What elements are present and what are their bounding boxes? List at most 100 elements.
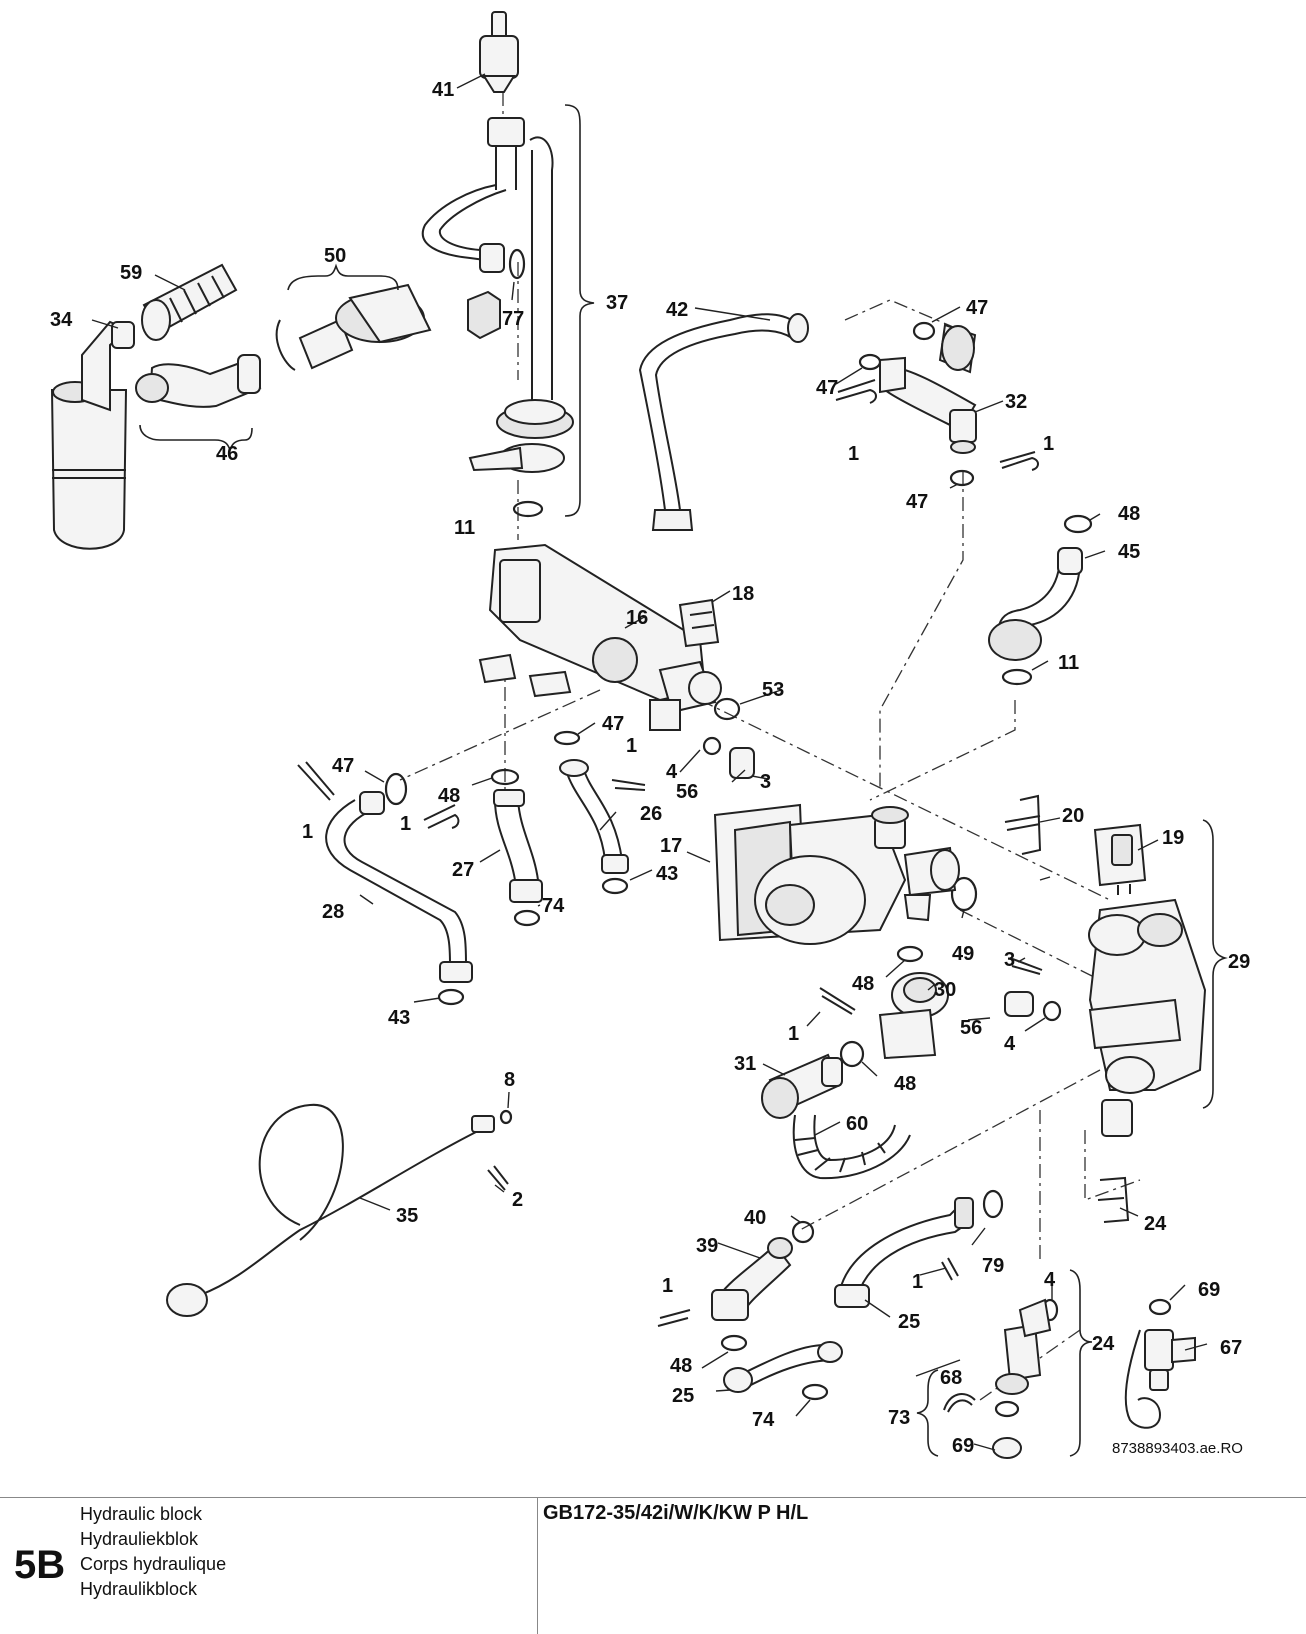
callout-4-a: 4 xyxy=(666,761,678,783)
callout-60: 60 xyxy=(846,1113,868,1135)
callout-39: 39 xyxy=(696,1235,718,1257)
callout-25-b: 25 xyxy=(672,1385,694,1407)
part-26-pipe xyxy=(559,759,629,874)
exploded-parts-diagram: 41 77 37 59 50 34 46 11 42 47 47 32 1 1 … xyxy=(50,11,1250,1459)
callout-74-a: 74 xyxy=(542,895,565,917)
part-41-air-vent xyxy=(479,11,519,93)
assembly-axis-lines xyxy=(399,92,1141,1401)
part-39-elbow xyxy=(711,1237,793,1321)
callout-1-f: 1 xyxy=(788,1023,799,1045)
callout-45: 45 xyxy=(1118,541,1140,563)
callout-50: 50 xyxy=(324,245,346,267)
callout-48-b: 48 xyxy=(438,785,460,807)
callout-labels: 41 77 37 59 50 34 46 11 42 47 47 32 1 1 … xyxy=(50,79,1250,1457)
part-24-fill-assembly xyxy=(992,1176,1130,1459)
callout-18: 18 xyxy=(732,583,754,605)
callout-74-b: 74 xyxy=(752,1409,775,1431)
callout-19: 19 xyxy=(1162,827,1184,849)
callout-20: 20 xyxy=(1062,805,1084,827)
section-number: 5B xyxy=(14,1543,66,1587)
callout-49: 49 xyxy=(952,943,974,965)
callout-43-a: 43 xyxy=(656,863,678,885)
part-32-pipe xyxy=(879,323,977,454)
callout-8: 8 xyxy=(504,1069,515,1091)
footer-title-block: 5B Hydraulic block Hydrauliekblok Corps … xyxy=(0,1497,1306,1634)
callout-47-e: 47 xyxy=(332,755,354,777)
callout-79: 79 xyxy=(982,1255,1004,1277)
part-19-sensor xyxy=(1093,823,1147,895)
callout-69-a: 69 xyxy=(1198,1279,1220,1301)
part-11-clip xyxy=(512,500,1033,686)
part-50-connector xyxy=(275,283,432,371)
callout-53: 53 xyxy=(762,679,784,701)
callout-11-right: 11 xyxy=(1058,652,1079,674)
title-dutch: Hydrauliekblok xyxy=(80,1529,199,1549)
callout-2: 2 xyxy=(512,1189,523,1211)
callout-28: 28 xyxy=(322,901,344,923)
callout-25-a: 25 xyxy=(898,1311,920,1333)
callout-42: 42 xyxy=(666,299,688,321)
callout-3-b: 3 xyxy=(1004,949,1015,971)
callout-1-c: 1 xyxy=(626,735,637,757)
part-46-elbow xyxy=(135,354,262,408)
title-english: Hydraulic block xyxy=(80,1504,203,1524)
part-77-nut xyxy=(467,290,501,340)
callout-31: 31 xyxy=(734,1053,756,1075)
part-31-relief-valve xyxy=(761,1053,843,1119)
part-17-pump xyxy=(713,803,960,945)
callout-48-d: 48 xyxy=(894,1073,916,1095)
callout-11-top: 11 xyxy=(454,517,475,539)
callout-29: 29 xyxy=(1228,951,1250,973)
callout-48-c: 48 xyxy=(852,973,874,995)
part-27-pipe xyxy=(493,789,543,903)
callout-16: 16 xyxy=(626,607,648,629)
callout-30: 30 xyxy=(934,979,956,1001)
grouping-braces xyxy=(139,104,1228,1457)
part-60-drain-hose xyxy=(792,1114,911,1180)
part-59-hose xyxy=(141,263,238,341)
drawing-reference-code: 8738893403.ae.RO xyxy=(1112,1440,1243,1457)
callout-40: 40 xyxy=(744,1207,766,1229)
callout-24-b: 24 xyxy=(1092,1333,1115,1355)
callout-1-e: 1 xyxy=(400,813,411,835)
callout-4-c: 4 xyxy=(1044,1269,1056,1291)
callout-47-mid: 47 xyxy=(816,377,838,399)
callout-34: 34 xyxy=(50,309,73,331)
part-35-sensor-cable xyxy=(166,1103,495,1317)
callout-3-a: 3 xyxy=(760,771,771,793)
part-25-pipes xyxy=(723,1197,974,1393)
callout-35: 35 xyxy=(396,1205,418,1227)
callout-56-a: 56 xyxy=(676,781,698,803)
callout-37: 37 xyxy=(606,292,628,314)
callout-24-a: 24 xyxy=(1144,1213,1167,1235)
callout-47-c: 47 xyxy=(906,491,928,513)
footer-divider xyxy=(537,1498,538,1634)
callout-1-g: 1 xyxy=(912,1271,923,1293)
callout-77: 77 xyxy=(502,308,524,330)
callout-69-b: 69 xyxy=(952,1435,974,1457)
callout-17: 17 xyxy=(660,835,682,857)
callout-48-e: 48 xyxy=(670,1355,692,1377)
part-45-hose xyxy=(988,547,1083,661)
callout-68: 68 xyxy=(940,1367,962,1389)
leader-lines xyxy=(91,73,1208,1451)
callout-67: 67 xyxy=(1220,1337,1242,1359)
callout-43-b: 43 xyxy=(388,1007,410,1029)
part-67-tap xyxy=(1124,1329,1196,1429)
callout-59: 59 xyxy=(120,262,142,284)
callout-73: 73 xyxy=(888,1407,910,1429)
part-56-plugs xyxy=(729,747,1034,1017)
title-german: Hydraulikblock xyxy=(80,1579,198,1599)
section-titles: Hydraulic block Hydrauliekblok Corps hyd… xyxy=(80,1502,226,1602)
part-34-siphon xyxy=(50,320,135,550)
part-29-valve-block xyxy=(1088,898,1207,1137)
callout-1-d: 1 xyxy=(302,821,313,843)
callout-56-b: 56 xyxy=(960,1017,982,1039)
callout-48-a: 48 xyxy=(1118,503,1140,525)
wire-clips xyxy=(297,379,1043,1413)
part-20-clip xyxy=(1004,794,1042,855)
callout-27: 27 xyxy=(452,859,474,881)
part-42-pipe xyxy=(638,313,809,531)
title-french: Corps hydraulique xyxy=(80,1554,227,1574)
callout-47-d: 47 xyxy=(602,713,624,735)
